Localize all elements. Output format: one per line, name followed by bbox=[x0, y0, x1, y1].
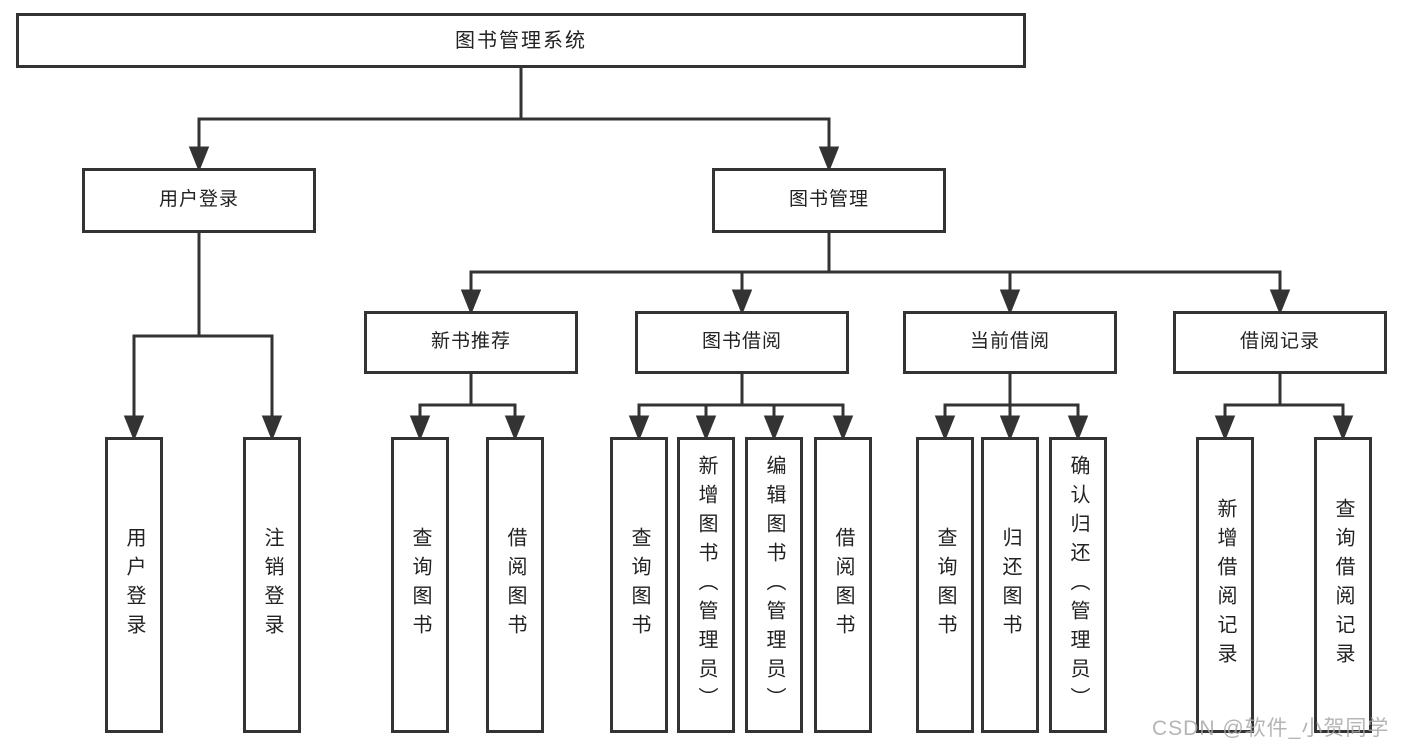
watermark: CSDN @软件_小贺同学 bbox=[1152, 717, 1390, 740]
connector-borrow-records-to-leaves bbox=[1214, 374, 1354, 442]
leaf-recommend-borrow-books: 借阅图书 bbox=[486, 437, 544, 733]
connector-root-to-level2 bbox=[188, 68, 840, 173]
leaf-borrow-query-books: 查询图书 bbox=[610, 437, 668, 733]
leaf-current-query-books: 查询图书 bbox=[916, 437, 974, 733]
leaf-confirm-return-admin: 确认归还（管理员） bbox=[1049, 437, 1107, 733]
node-book-management: 图书管理 bbox=[712, 168, 946, 233]
leaf-add-borrow-record: 新增借阅记录 bbox=[1196, 437, 1254, 733]
connector-user-login-to-leaves bbox=[123, 233, 283, 442]
connector-current-borrow-to-leaves bbox=[934, 374, 1089, 442]
leaf-user-login: 用户登录 bbox=[105, 437, 163, 733]
node-user-login: 用户登录 bbox=[82, 168, 316, 233]
node-borrow-records: 借阅记录 bbox=[1173, 311, 1387, 374]
node-current-borrow: 当前借阅 bbox=[903, 311, 1117, 374]
leaf-add-books-admin: 新增图书（管理员） bbox=[677, 437, 735, 733]
leaf-logout: 注销登录 bbox=[243, 437, 301, 733]
leaf-recommend-query-books: 查询图书 bbox=[391, 437, 449, 733]
leaf-borrow-borrow-books: 借阅图书 bbox=[814, 437, 872, 733]
connector-new-book-recommend-to-leaves bbox=[409, 374, 526, 442]
node-book-borrow: 图书借阅 bbox=[635, 311, 849, 374]
connector-book-borrow-to-leaves bbox=[628, 374, 854, 442]
leaf-query-borrow-record: 查询借阅记录 bbox=[1314, 437, 1372, 733]
leaf-return-books: 归还图书 bbox=[981, 437, 1039, 733]
connector-book-management-to-level3 bbox=[460, 233, 1291, 316]
leaf-edit-books-admin: 编辑图书（管理员） bbox=[745, 437, 803, 733]
node-root-system: 图书管理系统 bbox=[16, 13, 1026, 68]
node-new-book-recommend: 新书推荐 bbox=[364, 311, 578, 374]
